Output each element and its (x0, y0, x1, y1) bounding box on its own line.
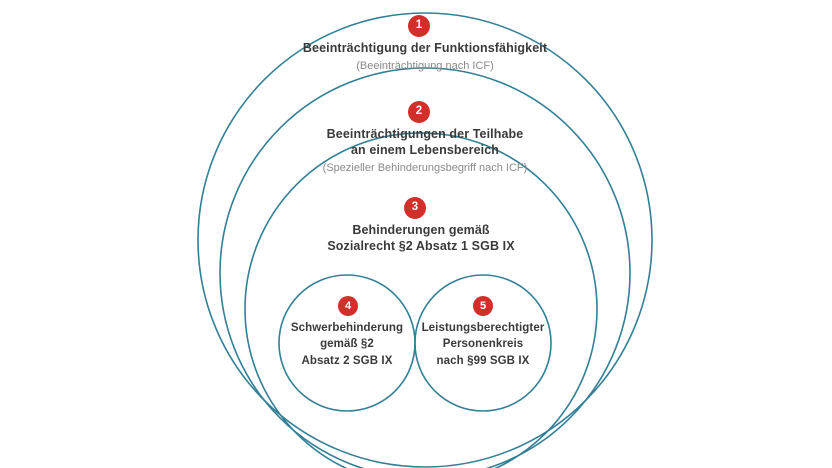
badge-level-2: 2 (408, 101, 430, 123)
badge-level-4: 4 (338, 296, 358, 316)
badge-level-1: 1 (408, 15, 430, 37)
circle-level-2 (219, 67, 631, 468)
circle-level-3 (244, 132, 598, 468)
badge-level-5: 5 (473, 296, 493, 316)
badge-level-3: 3 (404, 197, 426, 219)
circle-level-5 (414, 274, 552, 412)
circle-level-1 (197, 12, 653, 468)
